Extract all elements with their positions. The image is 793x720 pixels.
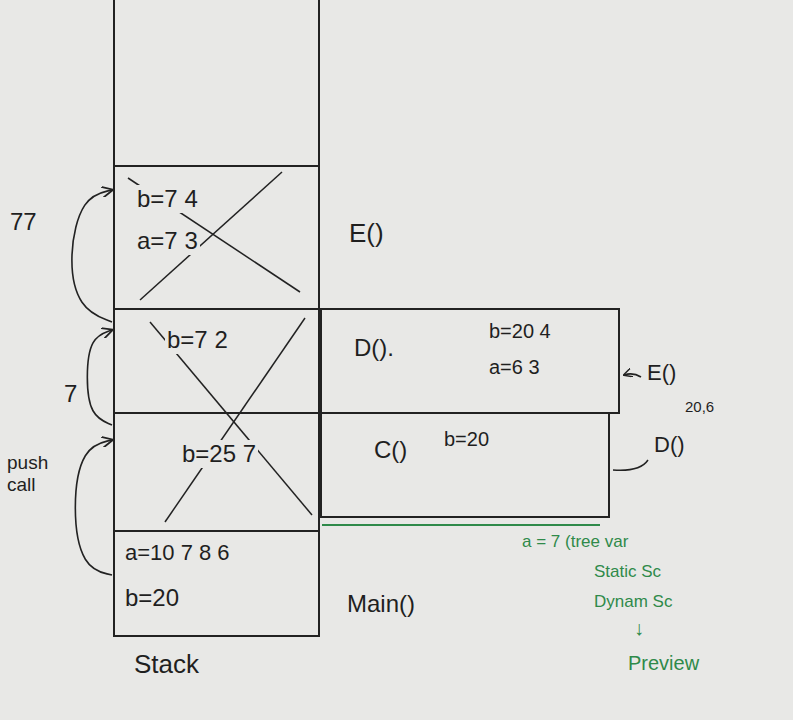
variable-text: b=20 4 (487, 320, 553, 343)
call-arrow (75, 440, 112, 575)
green-rule (322, 524, 600, 526)
note-label: 20,6 (683, 398, 716, 415)
variable-text: b=25 7 (180, 440, 258, 468)
cross-out-line (128, 178, 300, 292)
stack-column: Stackb=7 4a=7 3E()b=7 2b=25 7a=10 7 8 6b… (113, 0, 320, 637)
note-label: D() (652, 432, 687, 457)
stack-frame: b=25 7 (115, 412, 318, 530)
note-label: a = 7 (tree var (520, 532, 630, 552)
note-label: Static Sc (592, 562, 663, 582)
arrow-label: push call (5, 452, 67, 496)
variable-text: a=7 3 (135, 227, 200, 255)
cross-out-line (165, 318, 305, 522)
call-arrow (72, 190, 112, 322)
variable-text: b=7 2 (165, 326, 230, 354)
note-label: ↓ (632, 617, 646, 640)
variable-text: D(). (352, 334, 396, 362)
note-label: Dynam Sc (592, 592, 674, 612)
note-label: Preview (626, 652, 701, 675)
frame-label: E() (347, 219, 386, 249)
activation-box: C() b=20 (320, 412, 610, 518)
cross-out-line (150, 322, 312, 515)
frame-label: Main() (345, 590, 417, 618)
variable-text: a=10 7 8 6 (123, 540, 232, 565)
arrow-label: 7 (62, 380, 79, 408)
stack-frame: a=10 7 8 6b=20Main() (115, 530, 318, 635)
stack-frame: b=7 4a=7 3E() (115, 165, 318, 308)
stack-frame: b=7 2 (115, 308, 318, 412)
activation-box: D(). b=20 4 a=6 3 (320, 308, 620, 414)
variable-text: C() (372, 436, 409, 464)
variable-text: a=6 3 (487, 356, 542, 379)
call-arrow (87, 330, 112, 425)
pointer-arrow (624, 374, 641, 377)
variable-text: b=20 (123, 584, 181, 612)
arrow-label: 77 (8, 208, 39, 236)
variable-text: b=7 4 (135, 185, 200, 213)
frame-label: Stack (132, 650, 201, 680)
note-label: E() (645, 360, 678, 385)
variable-text: b=20 (442, 428, 491, 451)
leader-curve (613, 460, 648, 470)
